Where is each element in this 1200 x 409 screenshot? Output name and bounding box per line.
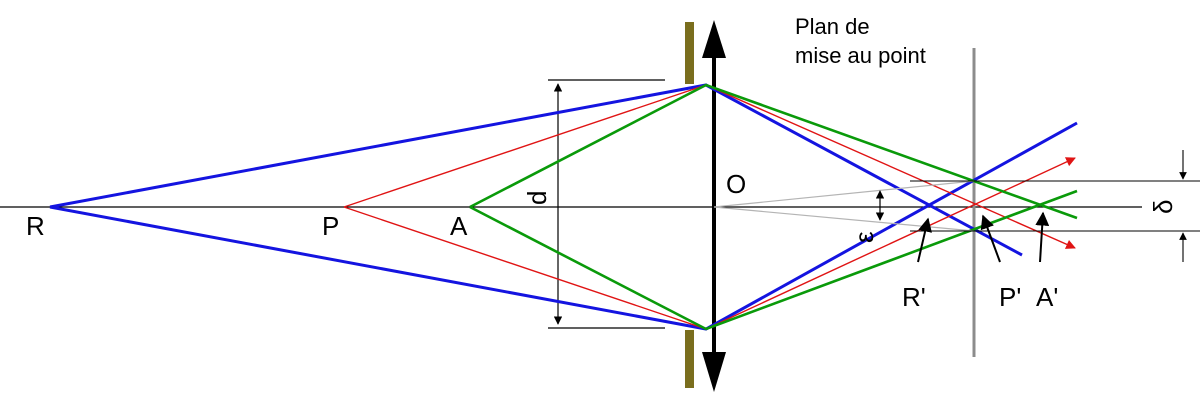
diaphragm-top-icon [685,22,694,84]
delta-dimension [910,150,1200,262]
label-d: d [522,191,552,205]
label-delta: δ [1148,200,1178,214]
aperture-dimension [548,79,665,329]
label-A: A [450,211,468,241]
label-O: O [726,169,746,199]
label-A-image: A' [1036,282,1058,312]
focus-plane-title-line1: Plan de [795,14,870,39]
lens-icon [702,20,726,392]
label-P: P [322,211,339,241]
green-ray-bundle [469,83,1078,331]
label-P-image: P' [999,282,1021,312]
diaphragm-bottom-icon [685,330,694,388]
label-R: R [26,211,45,241]
focus-plane-title-line2: mise au point [795,43,926,68]
label-R-image: R' [902,282,926,312]
image-point-pointers [917,211,1050,263]
label-epsilon: ε [849,231,879,243]
